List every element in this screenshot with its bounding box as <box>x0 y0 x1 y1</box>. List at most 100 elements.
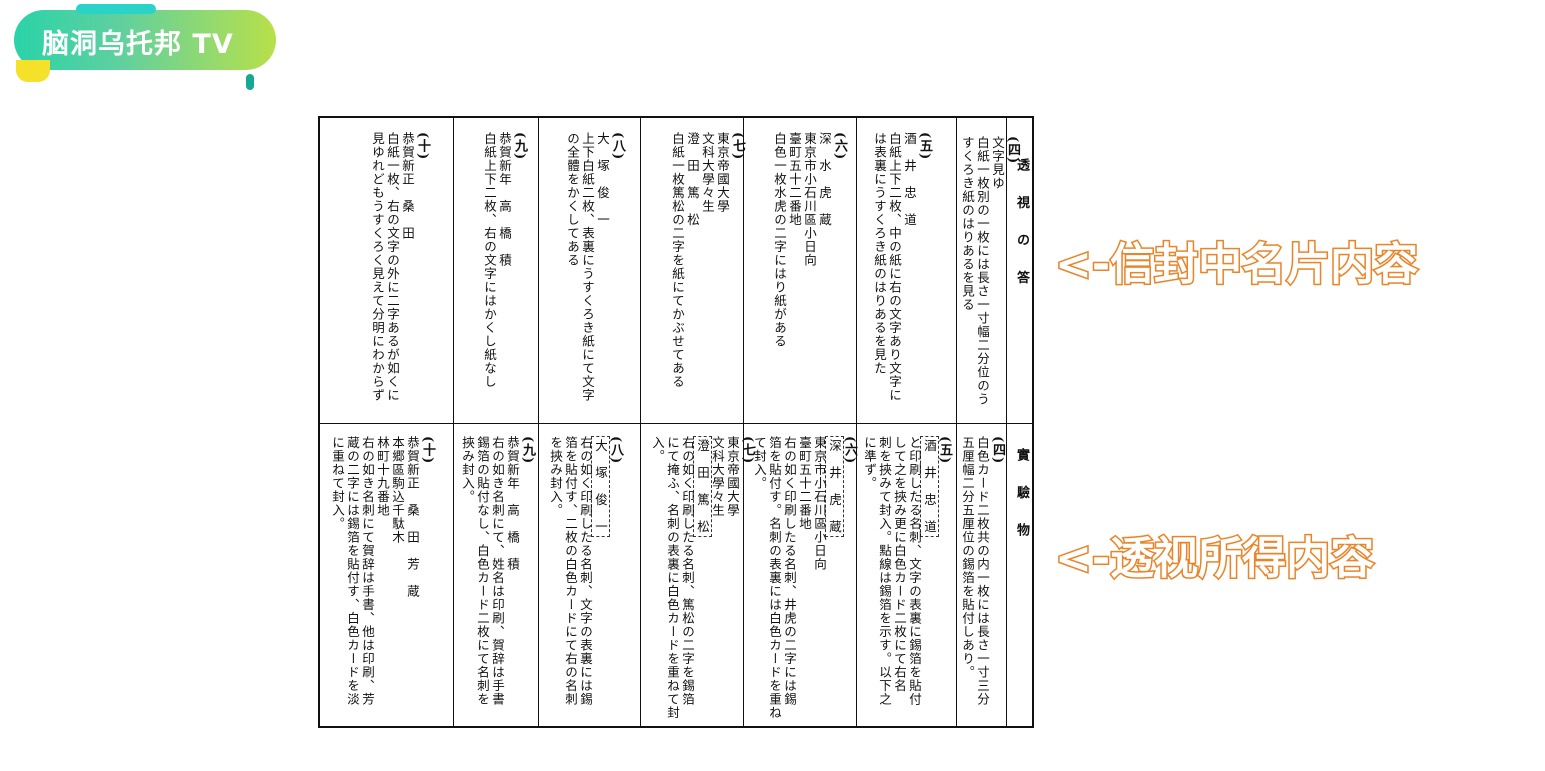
entry-line: 恭賀新年 高 橋 積 <box>505 436 520 571</box>
bottom-entry-10: (十) 恭賀新正 桑 田 芳 蔵 本郷區駒込千駄木 林町十九番地 右の如き名刺に… <box>330 436 435 706</box>
entry-line: 箔を貼付す。名刺の表裏には白色カードを重ね <box>767 436 782 720</box>
entry-number: (十) <box>420 436 435 465</box>
entry-line: 箔を貼付す、二枚の白色カードにて右の名刺 <box>563 436 578 706</box>
entry-line: に重ねて封入。 <box>330 436 345 531</box>
column-divider <box>856 118 857 726</box>
entry-number: (六) <box>832 132 847 161</box>
entry-line: と印刷したる名刺、文字の表裏に錫箔を貼付 <box>907 436 922 706</box>
entry-line: 酒 井 忠 道 <box>920 436 939 537</box>
logo-badge: 脑洞乌托邦 TV <box>14 4 276 90</box>
logo-decoration <box>76 4 156 14</box>
entry-number: (九) <box>520 436 535 465</box>
entry-line: 臺町五十二番地 <box>787 132 802 227</box>
entry-line: 恭賀新年 高 橋 積 <box>497 132 512 267</box>
entry-line: 白紙一枚、右の文字の外に二字あるが如くに <box>385 132 400 402</box>
entry-number: (四) <box>990 436 1005 465</box>
top-entry-9: (九) 恭賀新年 高 橋 積 白紙上下二枚、右の文字にはかくし紙なし <box>482 132 527 389</box>
top-entry-7: (七) 東京帝國大學 文科大學々生 澄 田 篤 松 白紙一枚篤松の二字を紙にてか… <box>670 132 745 389</box>
scanned-document: 透 視 の 答 實 驗 物 (四) 文字見ゆ 白紙一枚別の一枚には長さ一寸幅二分… <box>318 116 1034 728</box>
entry-line: 右の如く印刷したる名刺、井虎の二字には錫 <box>782 436 797 706</box>
entry-line: 深 水 虎 蔵 <box>817 132 832 227</box>
entry-number: (四) <box>1005 136 1020 165</box>
entry-number: (七) <box>740 436 755 465</box>
entry-line: 林町十九番地 <box>375 436 390 517</box>
entry-number: (七) <box>730 132 745 161</box>
entry-line: 白紙上下二枚、右の文字にはかくし紙なし <box>482 132 497 389</box>
logo-text: 脑洞乌托邦 TV <box>42 29 234 60</box>
entry-line: 右の如き名刺にて賀辞は手書、他は印刷、芳 <box>360 436 375 706</box>
entry-line: 恭賀新正 桑 田 <box>400 132 415 240</box>
column-divider <box>538 118 539 726</box>
entry-line: 挾み封入。 <box>460 436 475 504</box>
entry-line: は表裏にうすくろき紙のはりあるを見た <box>872 132 887 375</box>
entry-line: 文科大學々生 <box>710 436 725 517</box>
entry-number: (五) <box>917 132 932 161</box>
entry-line: 白紙一枚篤松の二字を紙にてかぶせてある <box>670 132 685 389</box>
logo-decoration <box>16 60 50 82</box>
top-entry-10: (十) 恭賀新正 桑 田 白紙一枚、右の文字の外に二字あるが如くに 見ゆれどもう… <box>370 132 430 402</box>
entry-line: 東京帝國大學 <box>715 132 730 213</box>
entry-line: 右の如き名刺にて、姓名は印刷、賀辞は手書 <box>490 436 505 706</box>
top-entry-8: (八) 大 塚 俊 一 上下白紙二枚、表裏にうすくろき紙にて文字 の全體をかくし… <box>565 132 625 402</box>
entry-line: 右の如く印刷したる名刺、文字の表裏には錫 <box>578 436 593 706</box>
entry-line: 東京帝國大學 <box>725 436 740 517</box>
bottom-entry-7: (七) 東京帝國大學 文科大學々生 澄 田 篤 松 右の如く印刷したる名刺、篤松… <box>650 436 755 720</box>
entry-line: 東京市小石川區小日向 <box>802 132 817 267</box>
entry-line: 蔵の二字には錫箔を貼付す、白色カードを淡 <box>345 436 360 706</box>
entry-line: 澄 田 篤 松 <box>685 132 700 227</box>
entry-line: 五厘幅二分五厘位の錫箔を貼付しあり。 <box>960 436 975 679</box>
bottom-entry-4: (四) 白色カード二枚共の内一枚には長さ一寸三分 五厘幅二分五厘位の錫箔を貼付し… <box>960 436 1005 706</box>
entry-line: て封入。 <box>752 436 767 490</box>
entry-line: 文字見ゆ <box>990 136 1005 190</box>
entry-number: (九) <box>512 132 527 161</box>
column-divider <box>743 118 744 726</box>
header-experiment: 實 驗 物 <box>1014 448 1029 547</box>
entry-line: 上下白紙二枚、表裏にうすくろき紙にて文字 <box>580 132 595 402</box>
bottom-entry-5: (五) 酒 井 忠 道 と印刷したる名刺、文字の表裏に錫箔を貼付 して之を挾み更… <box>862 436 952 706</box>
entry-line: 大 塚 俊 一 <box>595 132 610 227</box>
column-divider <box>1006 118 1007 726</box>
entry-line: にて掩ふ、名刺の表裏に白色カードを重ねて封 <box>665 436 680 720</box>
column-divider <box>453 118 454 726</box>
entry-number: (六) <box>842 436 857 465</box>
entry-line: に準ず。 <box>862 436 877 490</box>
column-divider <box>640 118 641 726</box>
bottom-entry-9: (九) 恭賀新年 高 橋 積 右の如き名刺にて、姓名は印刷、賀辞は手書 錫箔の貼… <box>460 436 535 706</box>
entry-line: 臺町五十二番地 <box>797 436 812 531</box>
entry-line: 本郷區駒込千駄木 <box>390 436 405 544</box>
entry-line: 入。 <box>650 436 665 463</box>
header-answer: 透 視 の 答 <box>1014 158 1029 294</box>
entry-line: を挾み封入。 <box>548 436 563 517</box>
entry-line: 恭賀新正 桑 田 芳 蔵 <box>405 436 420 598</box>
entry-line: 白紙一枚別の一枚には長さ一寸幅二分位のう <box>975 136 990 406</box>
column-divider <box>956 118 957 726</box>
bottom-entry-8: (八) 大 塚 俊 一 右の如く印刷したる名刺、文字の表裏には錫 箔を貼付す、二… <box>548 436 623 706</box>
top-entry-4: (四) 文字見ゆ 白紙一枚別の一枚には長さ一寸幅二分位のう すくろき紙のはりある… <box>960 136 1020 406</box>
entry-line: 酒 井 忠 道 <box>902 132 917 227</box>
top-entry-5: (五) 酒 井 忠 道 白紙上下二枚、中の紙に右の文字あり文字に は表裏にうすく… <box>872 132 932 402</box>
entry-number: (八) <box>608 436 623 465</box>
entry-line: 深 井 虎 蔵 <box>825 436 844 537</box>
annotation-perspective-result: <-透视所得内容 <box>1053 532 1375 586</box>
entry-line: して之を挾み更に白色カード二枚にて右名 <box>892 436 907 693</box>
entry-line: 文科大學々生 <box>700 132 715 213</box>
entry-line: 錫箔の貼付なし、白色カード二枚にて名刺を <box>475 436 490 706</box>
entry-line: 刺を挾みて封入。點線は錫箔を示す。以下之 <box>877 436 892 706</box>
entry-line: 澄 田 篤 松 <box>693 436 712 537</box>
entry-line: すくろき紙のはりあるを見る <box>960 136 975 312</box>
entry-line: 東京市小石川區小日向 <box>812 436 827 571</box>
entry-number: (十) <box>415 132 430 161</box>
entry-line: 右の如く印刷したる名刺、篤松の二字を錫箔 <box>680 436 695 706</box>
bottom-entry-6: (六) 深 井 虎 蔵 東京市小石川區小日向 臺町五十二番地 右の如く印刷したる… <box>752 436 857 720</box>
row-divider <box>320 423 1032 424</box>
entry-line: の全體をかくしてある <box>565 132 580 267</box>
logo-decoration <box>246 74 254 90</box>
entry-number: (五) <box>937 436 952 465</box>
entry-line: 大 塚 俊 一 <box>591 436 610 537</box>
entry-number: (八) <box>610 132 625 161</box>
entry-line: 白色カード二枚共の内一枚には長さ一寸三分 <box>975 436 990 706</box>
entry-line: 白色一枚水虎の二字にはり紙がある <box>772 132 787 348</box>
entry-line: 白紙上下二枚、中の紙に右の文字あり文字に <box>887 132 902 402</box>
entry-line: 見ゆれどもうすくろく見えて分明にわからず <box>370 132 385 402</box>
top-entry-6: (六) 深 水 虎 蔵 東京市小石川區小日向 臺町五十二番地 白色一枚水虎の二字… <box>772 132 847 348</box>
